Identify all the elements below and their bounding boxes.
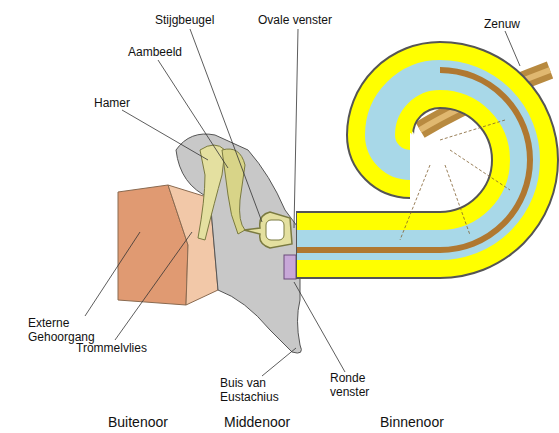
- part-label: Zenuw: [484, 17, 544, 31]
- leader-line: [85, 232, 140, 316]
- leader-line: [294, 29, 298, 228]
- nerve-branches: [400, 120, 510, 240]
- stirrup-bone: [244, 212, 292, 248]
- leader-line: [115, 232, 192, 340]
- part-label: Hamer: [94, 96, 144, 110]
- leader-line: [158, 60, 228, 168]
- region-label: Middenoor: [224, 414, 314, 430]
- hammer-bone: [198, 145, 225, 240]
- part-label: Buis van Eustachius: [220, 376, 300, 404]
- region-label: Binnenoor: [380, 414, 470, 430]
- cochlea: [297, 75, 525, 245]
- cochlea-outline: [296, 75, 525, 245]
- part-label: Trommelvlies: [76, 341, 166, 355]
- stirrup-opening: [266, 220, 284, 240]
- part-label: Externe Gehoorgang: [28, 316, 92, 344]
- part-label: Aambeeld: [128, 45, 198, 59]
- part-label: Stijgbeugel: [155, 13, 235, 27]
- region-label: Buitenoor: [108, 414, 198, 430]
- leader-line: [294, 282, 345, 372]
- round-window: [284, 255, 296, 279]
- anvil-bone: [222, 149, 245, 234]
- cochlear-duct: [297, 75, 525, 245]
- middle-ear: [176, 134, 301, 353]
- basilar-membrane: [297, 70, 530, 250]
- part-label: Ronde venster: [330, 371, 380, 399]
- leader-line: [505, 31, 520, 66]
- part-label: Ovale venster: [258, 13, 348, 27]
- leader-lines: [85, 29, 520, 376]
- leader-line: [122, 110, 208, 160]
- leader-line: [262, 348, 296, 376]
